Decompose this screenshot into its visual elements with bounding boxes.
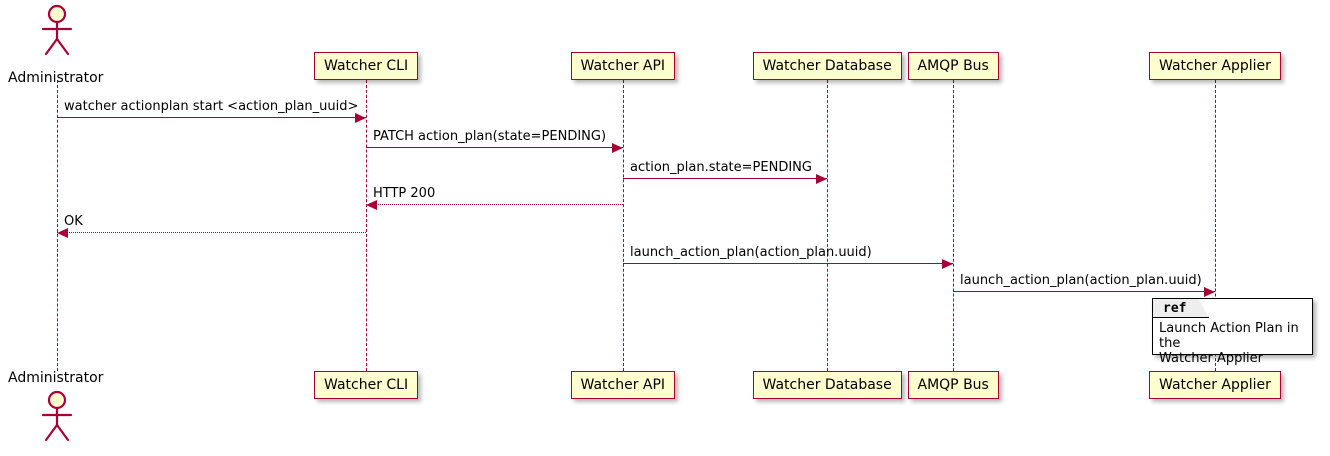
actor-administrator-top (27, 4, 87, 56)
ref-fragment: ref Launch Action Plan in the Watcher Ap… (1152, 298, 1313, 366)
lifeline-watcher-api (622, 80, 624, 371)
message-label-4: HTTP 200 (373, 186, 436, 201)
message-line-2 (366, 147, 623, 148)
message-label-6: launch_action_plan(action_plan.uuid) (630, 245, 872, 260)
actor-administrator-top-label: Administrator (8, 70, 104, 86)
lifeline-watcher-cli (365, 80, 367, 371)
message-line-1 (57, 117, 366, 118)
message-arrowhead-2 (612, 143, 623, 153)
ref-fragment-body-text: Launch Action Plan in the Watcher Applie… (1159, 321, 1299, 366)
lifeline-watcher-applier (1214, 80, 1216, 371)
message-line-3 (623, 178, 827, 179)
message-line-6 (623, 263, 953, 264)
message-label-2: PATCH action_plan(state=PENDING) (373, 129, 607, 144)
participant-box-amqp-bus-top: AMQP Bus (907, 52, 999, 80)
actor-administrator-bottom (27, 390, 87, 442)
participant-box-watcher-database-top: Watcher Database (752, 52, 902, 80)
participant-box-watcher-api-top: Watcher API (570, 52, 676, 80)
message-arrowhead-3 (816, 174, 827, 184)
message-label-7: launch_action_plan(action_plan.uuid) (960, 273, 1202, 288)
participant-box-watcher-applier-bottom: Watcher Applier (1149, 371, 1281, 399)
message-arrowhead-6 (942, 259, 953, 269)
message-label-1: watcher actionplan start <action_plan_uu… (64, 99, 359, 114)
message-arrowhead-1 (355, 113, 366, 123)
participant-box-watcher-database-bottom: Watcher Database (752, 371, 902, 399)
message-label-3: action_plan.state=PENDING (630, 160, 812, 175)
lifeline-administrator (56, 80, 58, 371)
participant-box-watcher-cli-bottom: Watcher CLI (314, 371, 419, 399)
lifeline-watcher-database (826, 80, 828, 371)
ref-fragment-tab-label: ref (1153, 299, 1209, 318)
message-arrowhead-7 (1204, 287, 1215, 297)
message-arrowhead-4 (366, 200, 377, 210)
message-line-4 (366, 204, 623, 205)
message-line-5 (57, 232, 366, 233)
participant-box-watcher-applier-top: Watcher Applier (1149, 52, 1281, 80)
actor-administrator-bottom-label: Administrator (8, 370, 104, 386)
message-line-7 (953, 291, 1215, 292)
lifeline-amqp-bus (952, 80, 954, 371)
participant-box-watcher-api-bottom: Watcher API (570, 371, 676, 399)
participant-box-watcher-cli-top: Watcher CLI (314, 52, 419, 80)
message-arrowhead-5 (57, 228, 68, 238)
message-label-5: OK (64, 214, 83, 229)
participant-box-amqp-bus-bottom: AMQP Bus (907, 371, 999, 399)
